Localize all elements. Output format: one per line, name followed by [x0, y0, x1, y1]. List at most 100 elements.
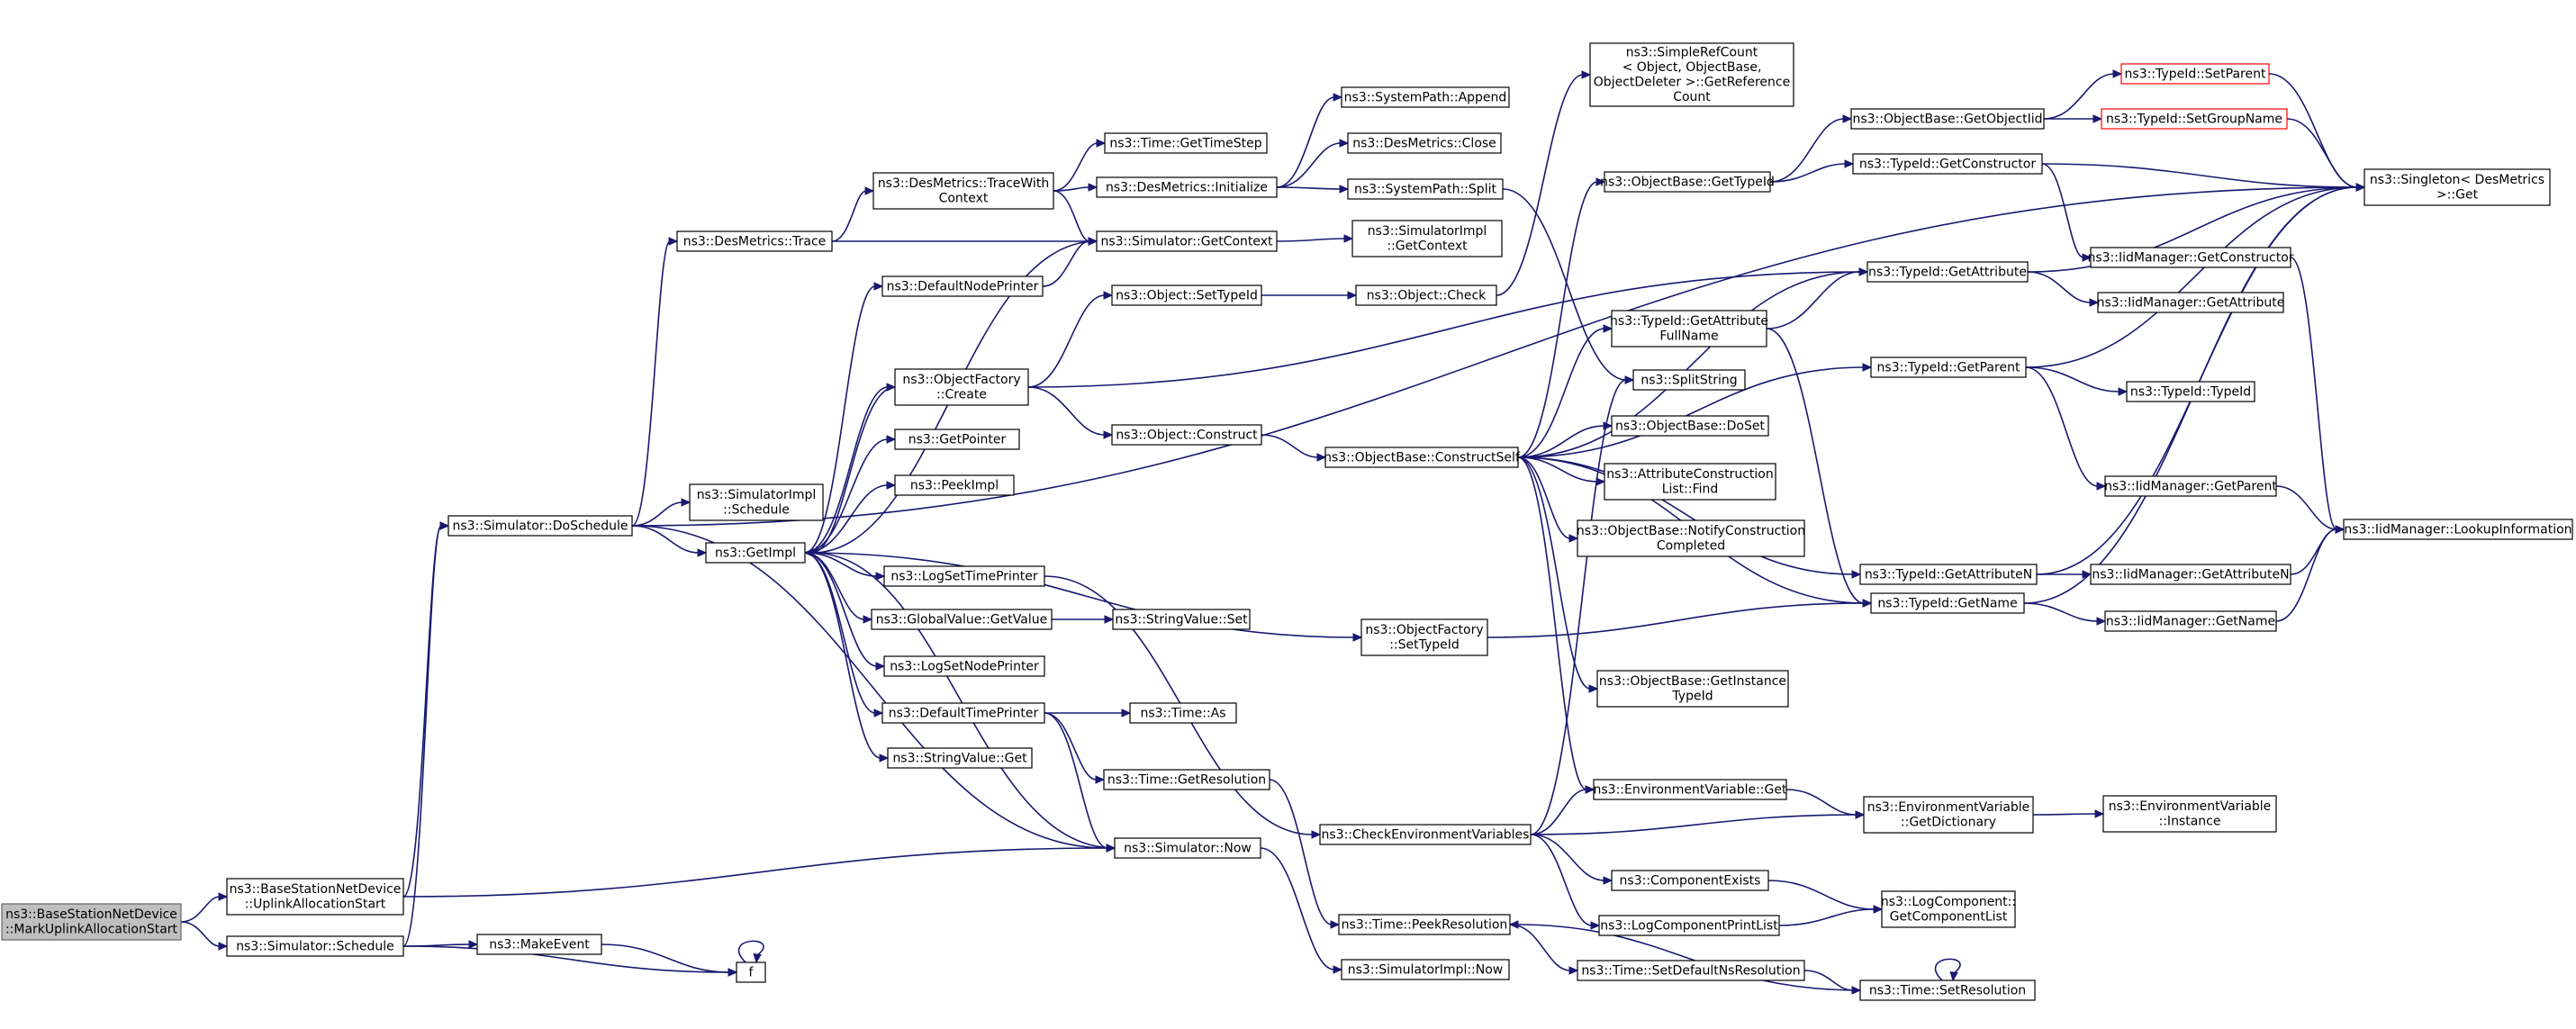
function-node[interactable]: ns3::EnvironmentVariable::Instance: [2102, 795, 2277, 833]
function-node[interactable]: ns3::IidManager::GetAttribute: [2097, 292, 2285, 313]
call-edge: [2268, 73, 2366, 192]
function-node[interactable]: ns3::ObjectBase::DoSet: [1611, 415, 1769, 437]
function-node[interactable]: ns3::Object::Check: [1355, 284, 1497, 306]
function-node[interactable]: ns3::Time::SetDefaultNsResolution: [1577, 960, 1805, 981]
edge-arrowhead: [728, 968, 738, 977]
function-node[interactable]: ns3::IidManager::GetAttributeN: [2090, 564, 2291, 585]
function-node[interactable]: ns3::TypeId::SetGroupName: [2101, 108, 2288, 130]
function-node[interactable]: ns3::LogSetTimePrinter: [883, 565, 1045, 587]
function-node[interactable]: ns3::SystemPath::Split: [1347, 178, 1504, 200]
call-edge: [1517, 421, 1613, 458]
function-node[interactable]: ns3::LogComponent::GetComponentList: [1881, 890, 2016, 928]
function-node[interactable]: ns3::Time::SetResolution: [1859, 979, 2036, 1001]
node-label: f: [749, 965, 755, 979]
node-label: ns3::TypeId::TypeId: [2130, 384, 2251, 399]
function-node[interactable]: ns3::TypeId::GetConstructor: [1852, 153, 2043, 175]
edge-arrowhead: [1347, 291, 1358, 300]
function-node[interactable]: ns3::IidManager::LookupInformation: [2343, 519, 2573, 540]
function-node[interactable]: ns3::Simulator::Schedule: [226, 935, 404, 957]
function-node[interactable]: ns3::SimpleRefCount< Object, ObjectBase,…: [1589, 42, 1794, 107]
node-box: [871, 609, 1053, 630]
function-node[interactable]: ns3::SplitString: [1632, 369, 1746, 391]
edge-arrowhead: [873, 282, 884, 291]
call-edge: [631, 525, 708, 557]
function-node[interactable]: ns3::MakeEvent: [476, 934, 602, 955]
edge-line: [180, 921, 221, 947]
node-label: ::UplinkAllocationStart: [245, 898, 386, 912]
function-node[interactable]: ns3::TypeId::SetParent: [2120, 63, 2270, 85]
function-node[interactable]: ns3::GlobalValue::GetValue: [871, 609, 1053, 630]
function-node[interactable]: ns3::BaseStationNetDevice::MarkUplinkAll…: [1, 903, 182, 941]
call-edge: [2275, 525, 2346, 622]
function-node[interactable]: ns3::SystemPath::Append: [1341, 86, 1510, 108]
function-node[interactable]: ns3::EnvironmentVariable::Get: [1593, 779, 1787, 800]
function-node[interactable]: ns3::ObjectBase::GetObjectIid: [1850, 108, 2045, 130]
function-node[interactable]: ns3::StringValue::Get: [887, 747, 1033, 769]
node-label: ns3::Singleton< DesMetrics: [2370, 173, 2544, 187]
function-node[interactable]: ns3::Time::GetResolution: [1103, 769, 1270, 790]
function-node[interactable]: ns3::IidManager::GetName: [2104, 610, 2277, 632]
call-edge: [2286, 118, 2366, 192]
call-edge: [1042, 237, 1098, 287]
function-node[interactable]: ns3::Time::As: [1129, 702, 1237, 724]
function-node[interactable]: ns3::DesMetrics::Close: [1347, 132, 1502, 154]
function-node[interactable]: ns3::StringValue::Set: [1112, 609, 1251, 630]
function-node[interactable]: ns3::SimulatorImpl::Schedule: [689, 483, 824, 521]
function-node[interactable]: ns3::ObjectBase::ConstructSelf: [1324, 447, 1521, 468]
function-node[interactable]: ns3::DesMetrics::Trace: [676, 230, 833, 252]
call-edge: [1269, 779, 1341, 929]
edge-line: [2025, 186, 2358, 368]
call-edge: [402, 521, 450, 947]
node-box: [2104, 610, 2277, 632]
function-node[interactable]: ns3::LogSetNodePrinter: [883, 655, 1045, 677]
function-node[interactable]: ns3::GetPointer: [894, 429, 1020, 450]
function-node[interactable]: ns3::TypeId::GetAttribute: [1866, 261, 2029, 283]
function-node[interactable]: ns3::PeekImpl: [894, 474, 1015, 496]
function-node[interactable]: ns3::TypeId::GetParent: [1870, 357, 2027, 378]
function-node[interactable]: ns3::Simulator::GetContext: [1096, 230, 1278, 252]
node-label: ns3::TypeId::GetAttribute: [1610, 314, 1768, 329]
function-node[interactable]: ns3::DesMetrics::Initialize: [1096, 176, 1278, 198]
function-node[interactable]: ns3::SimulatorImpl::Now: [1341, 959, 1510, 980]
function-node[interactable]: ns3::Simulator::DoSchedule: [447, 515, 633, 537]
function-node[interactable]: ns3::Time::PeekResolution: [1338, 914, 1511, 935]
function-node[interactable]: ns3::Singleton< DesMetrics>::Get: [2364, 168, 2551, 206]
function-node[interactable]: ns3::Simulator::Now: [1114, 837, 1261, 859]
function-node[interactable]: ns3::Object::Construct: [1111, 424, 1262, 446]
function-node[interactable]: f: [736, 961, 766, 983]
function-node[interactable]: ns3::DefaultNodePrinter: [881, 275, 1044, 297]
function-node[interactable]: ns3::EnvironmentVariable::GetDictionary: [1863, 796, 2034, 834]
function-node[interactable]: ns3::Object::SetTypeId: [1111, 284, 1262, 306]
function-node[interactable]: ns3::GetImpl: [705, 542, 806, 564]
function-node[interactable]: ns3::DefaultTimePrinter: [881, 702, 1045, 724]
node-box: [1866, 261, 2029, 283]
function-node[interactable]: ns3::IidManager::GetParent: [2104, 475, 2277, 497]
function-node[interactable]: ns3::ObjectFactory::SetTypeId: [1360, 618, 1488, 656]
call-edge: [1530, 834, 1601, 930]
node-box: [1103, 769, 1270, 790]
edge-line: [631, 525, 700, 554]
node-box: [872, 172, 1054, 210]
function-node[interactable]: ns3::ObjectBase::NotifyConstructionCompl…: [1577, 519, 1805, 557]
function-node[interactable]: ns3::ComponentExists: [1611, 870, 1769, 891]
function-node[interactable]: ns3::Time::GetTimeStep: [1104, 132, 1268, 154]
node-box: [705, 542, 806, 564]
function-node[interactable]: ns3::ObjectFactory::Create: [894, 368, 1029, 406]
function-node[interactable]: ns3::IidManager::GetConstructor: [2087, 247, 2294, 268]
function-node[interactable]: ns3::LogComponentPrintList: [1598, 915, 1780, 936]
function-node[interactable]: ns3::CheckEnvironmentVariables: [1319, 824, 1532, 845]
function-node[interactable]: ns3::BaseStationNetDevice::UplinkAllocat…: [226, 878, 404, 916]
edge-line: [2275, 485, 2337, 530]
edge-arrowhead: [879, 754, 890, 763]
function-node[interactable]: ns3::ObjectBase::GetTypeId: [1600, 171, 1775, 193]
edge-line: [1530, 379, 1627, 835]
function-node[interactable]: ns3::TypeId::GetName: [1870, 592, 2025, 614]
function-node[interactable]: ns3::SimulatorImpl::GetContext: [1351, 220, 1503, 257]
call-edge: [1517, 456, 1595, 794]
function-node[interactable]: ns3::TypeId::TypeId: [2126, 381, 2255, 402]
function-node[interactable]: ns3::TypeId::GetAttributeN: [1859, 564, 2038, 585]
